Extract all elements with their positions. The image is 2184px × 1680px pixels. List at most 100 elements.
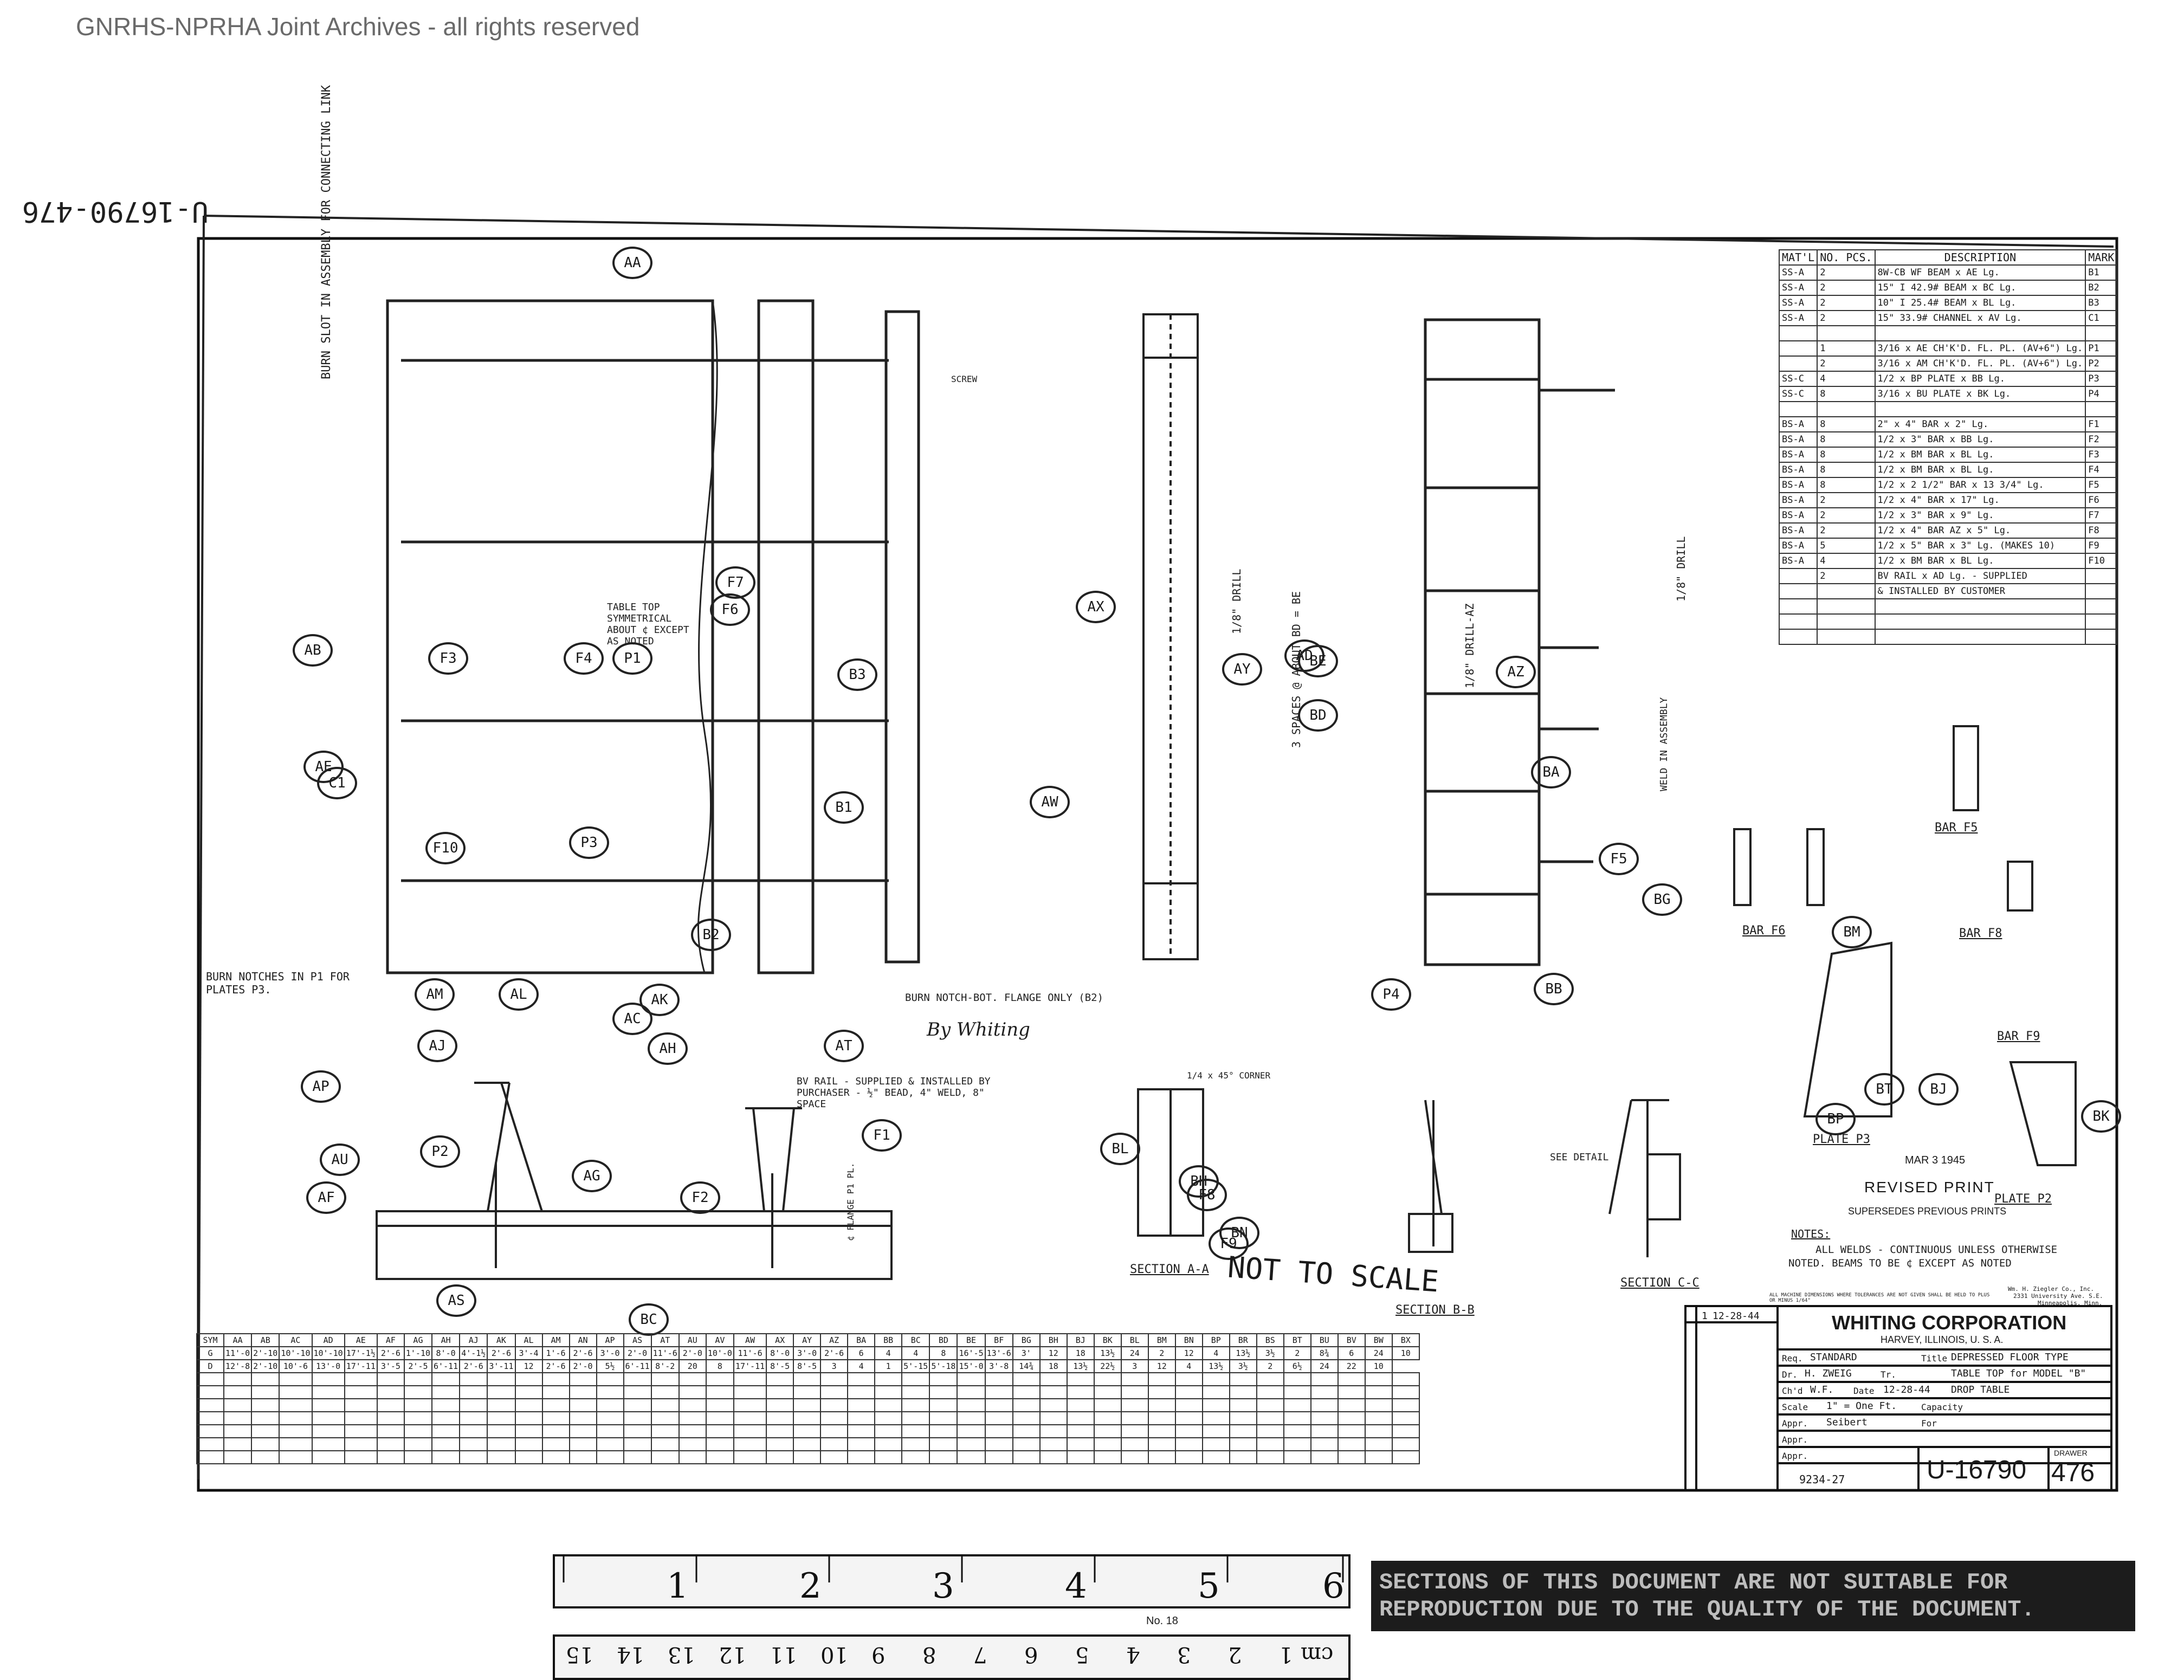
detail-bar-f6: BAR F6 [1742,924,1786,938]
dimension-cell [650,1450,680,1464]
title-line-3: DROP TABLE [1951,1384,2010,1395]
bom-pieces: 2 [1817,280,1876,296]
bom-description [1874,325,2086,341]
dimension-cell: 3 [1120,1359,1149,1373]
dimension-cell [957,1372,986,1386]
ruler-model-number: No. 18 [1146,1615,1178,1627]
bom-mark [2085,568,2118,584]
dimension-cell [1147,1372,1176,1386]
dimension-cell [733,1437,767,1451]
label-checked: Ch'd [1782,1386,1803,1396]
dimension-cell [568,1411,597,1425]
dimension-label-be: BE [1298,645,1338,677]
dimension-label-am: AM [415,978,455,1011]
dimension-cell: 2 [1283,1346,1311,1360]
dimension-cell [1201,1385,1230,1399]
dimension-cell [766,1385,794,1399]
tolerance-note: ALL MACHINE DIMENSIONS WHERE TOLERANCES … [1769,1293,1990,1303]
dimension-cell [1229,1450,1257,1464]
dimension-label-bk: BK [2081,1100,2121,1133]
dimension-cell [901,1411,931,1425]
dimension-label-bp: BP [1815,1103,1856,1135]
dimension-cell [1120,1424,1149,1438]
dimension-cell: 6 [1337,1346,1366,1360]
bom-description [1874,613,2086,630]
bom-material [1778,568,1818,584]
drawing-date: 12-28-44 [1883,1384,1930,1395]
dimension-cell [957,1385,986,1399]
dimension-cell: BH [1039,1333,1068,1347]
dimension-cell [431,1385,461,1399]
dimension-cell: 4 [847,1359,876,1373]
dimension-cell [984,1411,1013,1425]
dimension-cell [901,1424,931,1438]
dimension-cell [223,1398,253,1412]
dimension-cell: 13'-0 [311,1359,345,1373]
dimension-cell [766,1450,794,1464]
dimension-cell [929,1450,958,1464]
dimension-cell: 2 [1256,1359,1284,1373]
bom-pieces [1817,629,1876,645]
bom-mark [2085,629,2118,645]
dimension-cell: BF [984,1333,1013,1347]
dimension-cell [1093,1372,1122,1386]
dimension-cell: BD [929,1333,958,1347]
dimension-cell [1120,1372,1149,1386]
ruler-inch-label: 3 [932,1566,954,1606]
detail-plate-p2: PLATE P2 [1994,1192,2052,1206]
bom-description: 1/2 x 4" BAR x 17" Lg. [1874,492,2086,508]
bom-material [1778,325,1818,341]
dimension-cell: AX [766,1333,794,1347]
dimension-cell [459,1385,488,1399]
dimension-cell [311,1372,345,1386]
note-burn-slot: BURN SLOT IN ASSEMBLY FOR CONNECTING LIN… [320,85,333,379]
detail-plate-p3: PLATE P3 [1813,1133,1870,1146]
general-notes-line1: ALL WELDS - CONTINUOUS UNLESS OTHERWISE [1815,1244,2058,1256]
dimension-cell [376,1437,405,1451]
dimension-label-ah: AH [648,1032,688,1065]
revision-number: 1 [1702,1310,1708,1322]
dimension-cell: 4 [1201,1346,1230,1360]
dimension-cell [1147,1437,1176,1451]
dimension-cell [431,1372,461,1386]
dimension-cell [344,1424,378,1438]
dimension-cell [344,1437,378,1451]
dimension-cell: D [196,1359,224,1373]
dimension-cell [459,1372,488,1386]
note-burn-notches: BURN NOTCHES IN P1 FOR PLATES P3. [206,970,350,996]
dimension-cell [1229,1398,1257,1412]
dimension-label-az: AZ [1496,656,1536,688]
dimension-cell [1283,1424,1311,1438]
dimension-cell [678,1372,707,1386]
callout-b2: B2 [691,919,731,951]
dimension-cell: 6'-11 [431,1359,461,1373]
dimension-cell [984,1437,1013,1451]
dimension-label-ax: AX [1076,591,1116,623]
dimension-cell [901,1450,931,1464]
dimension-cell [487,1437,516,1451]
general-notes-heading: NOTES: [1791,1227,1831,1240]
dimension-cell [596,1398,624,1412]
dimension-cell [733,1398,767,1412]
bom-description [1874,598,2086,615]
callout-f1: F1 [862,1119,902,1152]
dimension-cell [793,1437,822,1451]
dimension-cell [793,1372,822,1386]
bom-mark [2085,401,2118,417]
dimension-cell [929,1372,958,1386]
dimension-cell [311,1411,345,1425]
bom-description: 8W-CB WF BEAM x AE Lg. [1874,264,2086,281]
dimension-cell: AN [568,1333,597,1347]
dimension-cell [929,1385,958,1399]
bom-mark: P4 [2085,386,2118,402]
dimension-cell: 22 [1337,1359,1366,1373]
dimension-cell: BB [874,1333,903,1347]
dimension-cell [1391,1411,1420,1425]
